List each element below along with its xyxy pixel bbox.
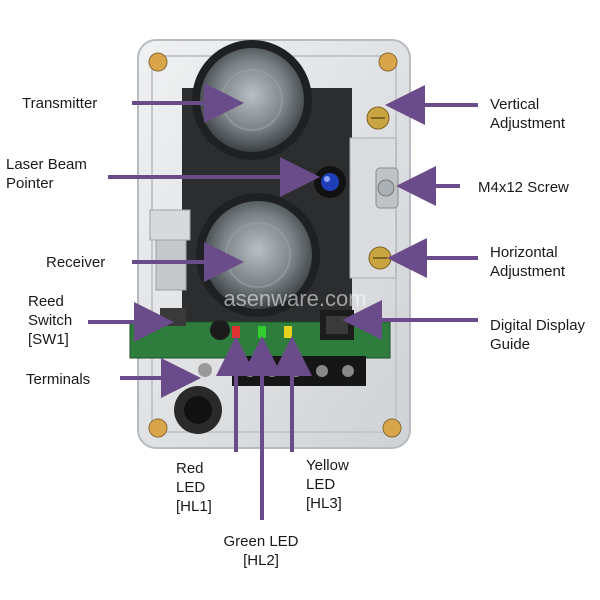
cable-gland [174, 386, 222, 434]
receiver-lens [196, 193, 320, 317]
red-led [232, 326, 240, 338]
label-digital-display-guide: Digital Display Guide [490, 317, 586, 353]
label-transmitter: Transmitter [22, 95, 98, 112]
label-yellow-led: Yellow LED [HL3] [306, 457, 349, 512]
ribbon-cable [149, 209, 191, 241]
leader-lines [88, 83, 478, 520]
label-vertical-adjustment: Vertical Adjustment [490, 96, 566, 132]
label-horizontal-adjustment: Horizontal Adjustment [490, 244, 566, 280]
laser-pointer [314, 166, 346, 198]
watermark: asenware.com [223, 286, 366, 311]
transmitter-lens [192, 40, 312, 160]
m4x12-screw [375, 167, 399, 209]
label-red-led: Red LED [HL1] [176, 460, 212, 515]
label-laser-beam-pointer: Laser Beam Pointer [6, 156, 87, 192]
green-led [258, 326, 266, 338]
label-green-led: Green LED [HL2] [223, 533, 299, 569]
capacitor [210, 320, 230, 340]
label-reed-switch: Reed Switch [SW1] [28, 293, 73, 348]
label-receiver: Receiver [46, 254, 106, 271]
vertical-adjustment-screw [366, 106, 390, 130]
label-terminals: Terminals [26, 371, 91, 388]
yellow-led [284, 326, 292, 338]
label-m4x12-screw: M4x12 Screw [478, 179, 569, 196]
horizontal-adjustment-screw [368, 246, 392, 270]
